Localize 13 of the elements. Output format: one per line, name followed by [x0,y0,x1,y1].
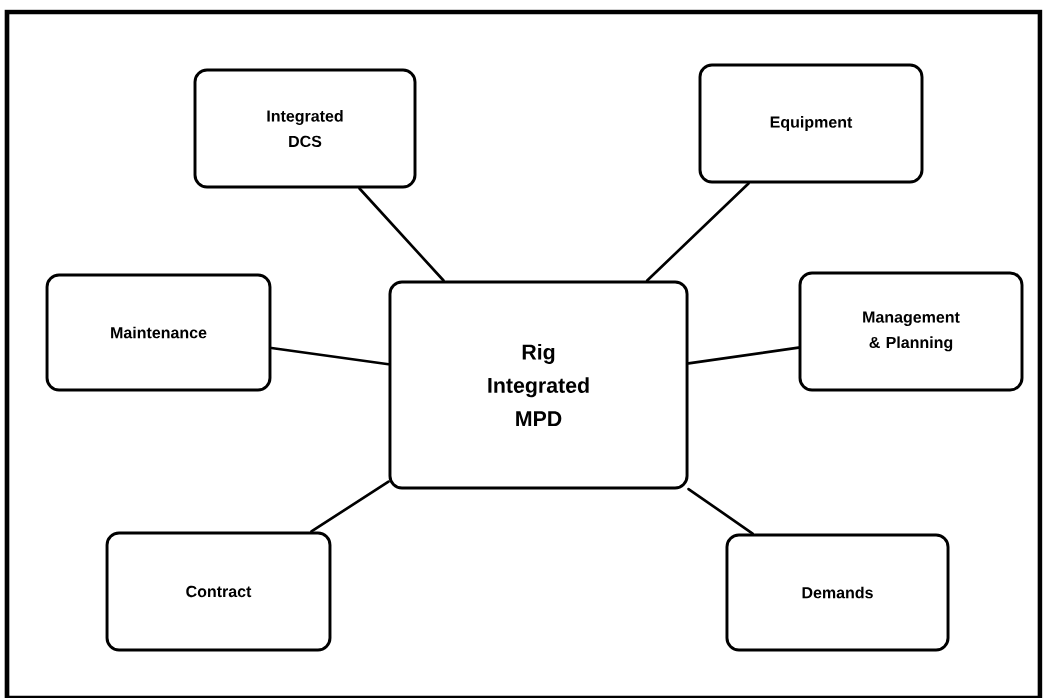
connector-line [270,346,390,366]
connector-line [687,487,754,535]
connector-line [358,187,445,282]
topic-box: Contract [105,531,332,652]
topic-box: Maintenance [45,273,272,392]
topic-box: Management & Planning [798,271,1024,392]
topic-box: Integrated DCS [193,68,417,189]
center-box: Rig Integrated MPD [388,280,689,490]
connector-line [645,182,750,282]
connector-line [687,346,800,365]
connector-line [310,480,390,533]
topic-box: Equipment [698,63,924,184]
topic-box: Demands [725,533,950,652]
